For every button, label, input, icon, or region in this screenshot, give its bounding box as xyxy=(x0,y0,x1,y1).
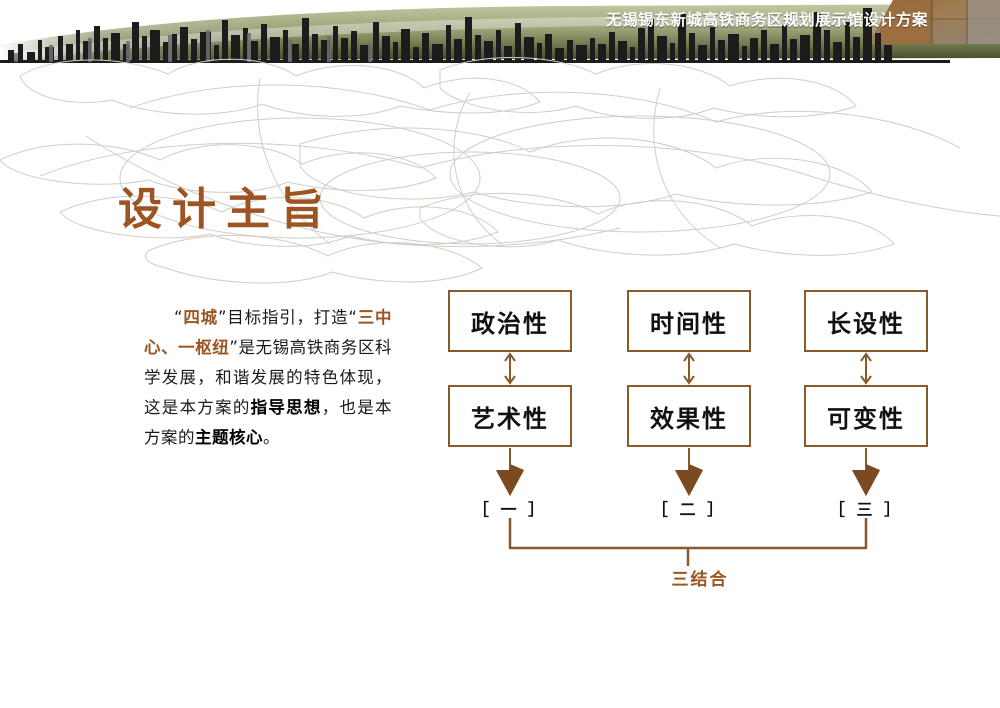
header-title: 无锡锡东新城高铁商务区规划展示馆设计方案 xyxy=(605,11,928,29)
paragraph-segment-8: 。 xyxy=(263,428,280,447)
diagram-column-2: 时间性 效果性 ［ 二 ］ xyxy=(627,290,751,519)
combine-bracket xyxy=(430,518,970,578)
node-box-bottom-2[interactable]: 效果性 xyxy=(627,385,751,447)
down-arrow-icon-1 xyxy=(496,448,524,500)
highlight-four-cities: 四城 xyxy=(183,308,218,327)
highlight-three-centers-one-hub: 三中心、一枢纽 xyxy=(144,308,393,357)
combine-label: 三结合 xyxy=(671,570,729,590)
quote-open-1: “ xyxy=(174,308,184,327)
down-arrow-icon-2 xyxy=(675,448,703,500)
diagram-column-1: 政治性 艺术性 ［ 一 ］ xyxy=(448,290,572,519)
diagram-column-3: 长设性 可变性 ［ 三 ］ xyxy=(804,290,928,519)
index-label-1: ［ 一 ］ xyxy=(472,500,548,519)
index-label-3: ［ 三 ］ xyxy=(828,500,904,519)
paragraph-segment-6: ，也是本方案的 xyxy=(144,398,393,447)
quote-open-2: “ xyxy=(348,308,358,327)
node-box-top-1[interactable]: 政治性 xyxy=(448,290,572,352)
emphasis-guiding-thought: 指导思想 xyxy=(250,398,322,417)
paragraph-segment-4: 是无锡高铁商务区科学发展，和谐发展的特色体现，这是本方案的 xyxy=(144,338,393,417)
design-intent-paragraph: “四城”目标指引，打造“三中心、一枢纽”是无锡高铁商务区科学发展，和谐发展的特色… xyxy=(144,303,392,453)
paragraph-segment-2: 目标指引，打造 xyxy=(227,308,349,327)
double-arrow-icon-1 xyxy=(504,352,516,385)
double-arrow-icon-2 xyxy=(683,352,695,385)
three-combinations-diagram: 政治性 艺术性 ［ 一 ］ 时间性 xyxy=(430,290,970,600)
double-arrow-icon-3 xyxy=(860,352,872,385)
node-box-top-2[interactable]: 时间性 xyxy=(627,290,751,352)
decorative-cloud-pattern xyxy=(0,48,1000,298)
node-box-top-3[interactable]: 长设性 xyxy=(804,290,928,352)
quote-close-1: ” xyxy=(217,308,228,327)
emphasis-theme-core: 主题核心 xyxy=(195,428,263,447)
page-title: 设计主旨 xyxy=(118,184,334,235)
index-label-2: ［ 二 ］ xyxy=(651,500,727,519)
down-arrow-icon-3 xyxy=(852,448,880,500)
node-box-bottom-3[interactable]: 可变性 xyxy=(804,385,928,447)
quote-close-2: ” xyxy=(229,338,239,357)
node-box-bottom-1[interactable]: 艺术性 xyxy=(448,385,572,447)
